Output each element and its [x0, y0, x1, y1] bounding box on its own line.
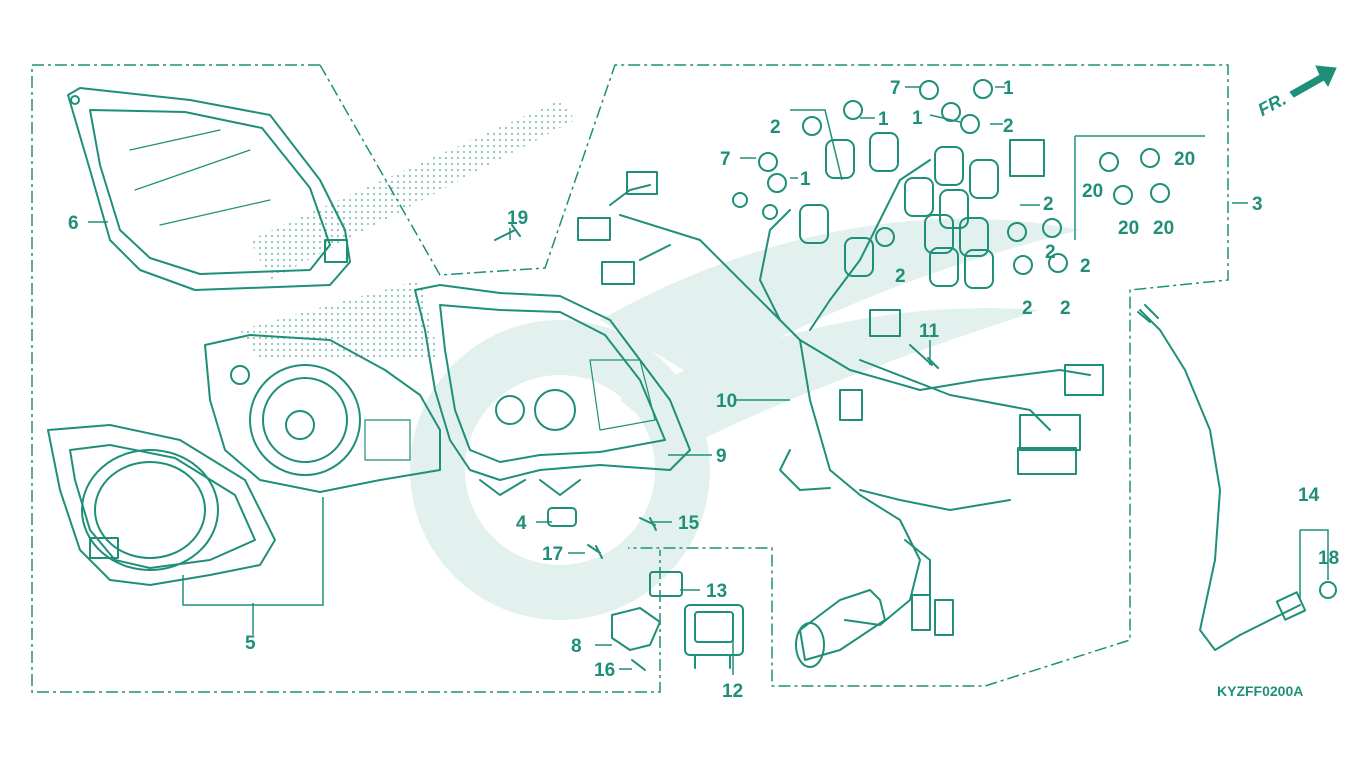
callout-17: 17 — [542, 544, 563, 565]
callout-7b: 7 — [720, 149, 731, 170]
pad-part — [649, 571, 683, 597]
callout-1a: 1 — [1003, 78, 1014, 99]
drawing-code: KYZFF0200A — [1217, 683, 1303, 699]
meter-panel-part — [47, 424, 276, 586]
callout-14: 14 — [1298, 485, 1320, 506]
callout-2c: 2 — [1043, 194, 1054, 215]
bracket-part — [611, 607, 661, 651]
callout-10: 10 — [716, 391, 737, 412]
meter-lens-part — [67, 87, 351, 291]
callout-2e: 2 — [1080, 256, 1091, 277]
watermark-logo — [410, 218, 1080, 620]
callout-5: 5 — [245, 633, 256, 654]
callout-2g: 2 — [1022, 298, 1033, 319]
callout-7a: 7 — [890, 78, 901, 99]
callout-20b: 20 — [1082, 181, 1103, 202]
callout-15: 15 — [678, 513, 700, 534]
screw-parts — [494, 224, 939, 671]
callout-8: 8 — [571, 636, 582, 657]
callout-2d: 2 — [895, 266, 906, 287]
callout-labels: 6 5 19 9 10 11 4 15 17 13 8 16 12 14 18 … — [68, 78, 1339, 702]
callout-20d: 20 — [1153, 218, 1174, 239]
callout-19: 19 — [507, 208, 528, 229]
callout-20c: 20 — [1118, 218, 1139, 239]
callout-2h: 2 — [1060, 298, 1071, 319]
callout-1c: 1 — [878, 109, 889, 130]
callout-1d: 1 — [800, 169, 811, 190]
callout-2f: 2 — [1045, 242, 1056, 263]
callout-18: 18 — [1318, 548, 1339, 569]
dot-shading — [240, 100, 575, 360]
callout-13: 13 — [706, 581, 727, 602]
callout-3: 3 — [1252, 194, 1263, 215]
callout-2b: 2 — [770, 117, 781, 138]
callout-9: 9 — [716, 446, 727, 467]
callout-11: 11 — [919, 321, 940, 342]
speedometer-cable-part — [1137, 304, 1337, 651]
callout-2a: 2 — [1003, 116, 1014, 137]
meter-case-part — [414, 284, 691, 496]
part-drawings — [47, 79, 1337, 671]
callout-12: 12 — [722, 681, 743, 702]
callout-20a: 20 — [1174, 149, 1195, 170]
front-direction-label: FR. — [1255, 89, 1290, 120]
meter-face-part — [204, 334, 441, 493]
relay-part — [684, 604, 744, 669]
leader-lines — [88, 86, 1329, 675]
front-direction-indicator: FR. — [1255, 65, 1337, 120]
callout-1b: 1 — [912, 108, 923, 129]
callout-16: 16 — [594, 660, 615, 681]
socket-part — [547, 507, 577, 527]
callout-6: 6 — [68, 213, 79, 234]
bulb-socket-cluster — [732, 79, 1170, 289]
callout-4: 4 — [516, 513, 527, 534]
group-frames — [31, 64, 1229, 693]
front-direction-arrow-icon — [1289, 65, 1337, 98]
